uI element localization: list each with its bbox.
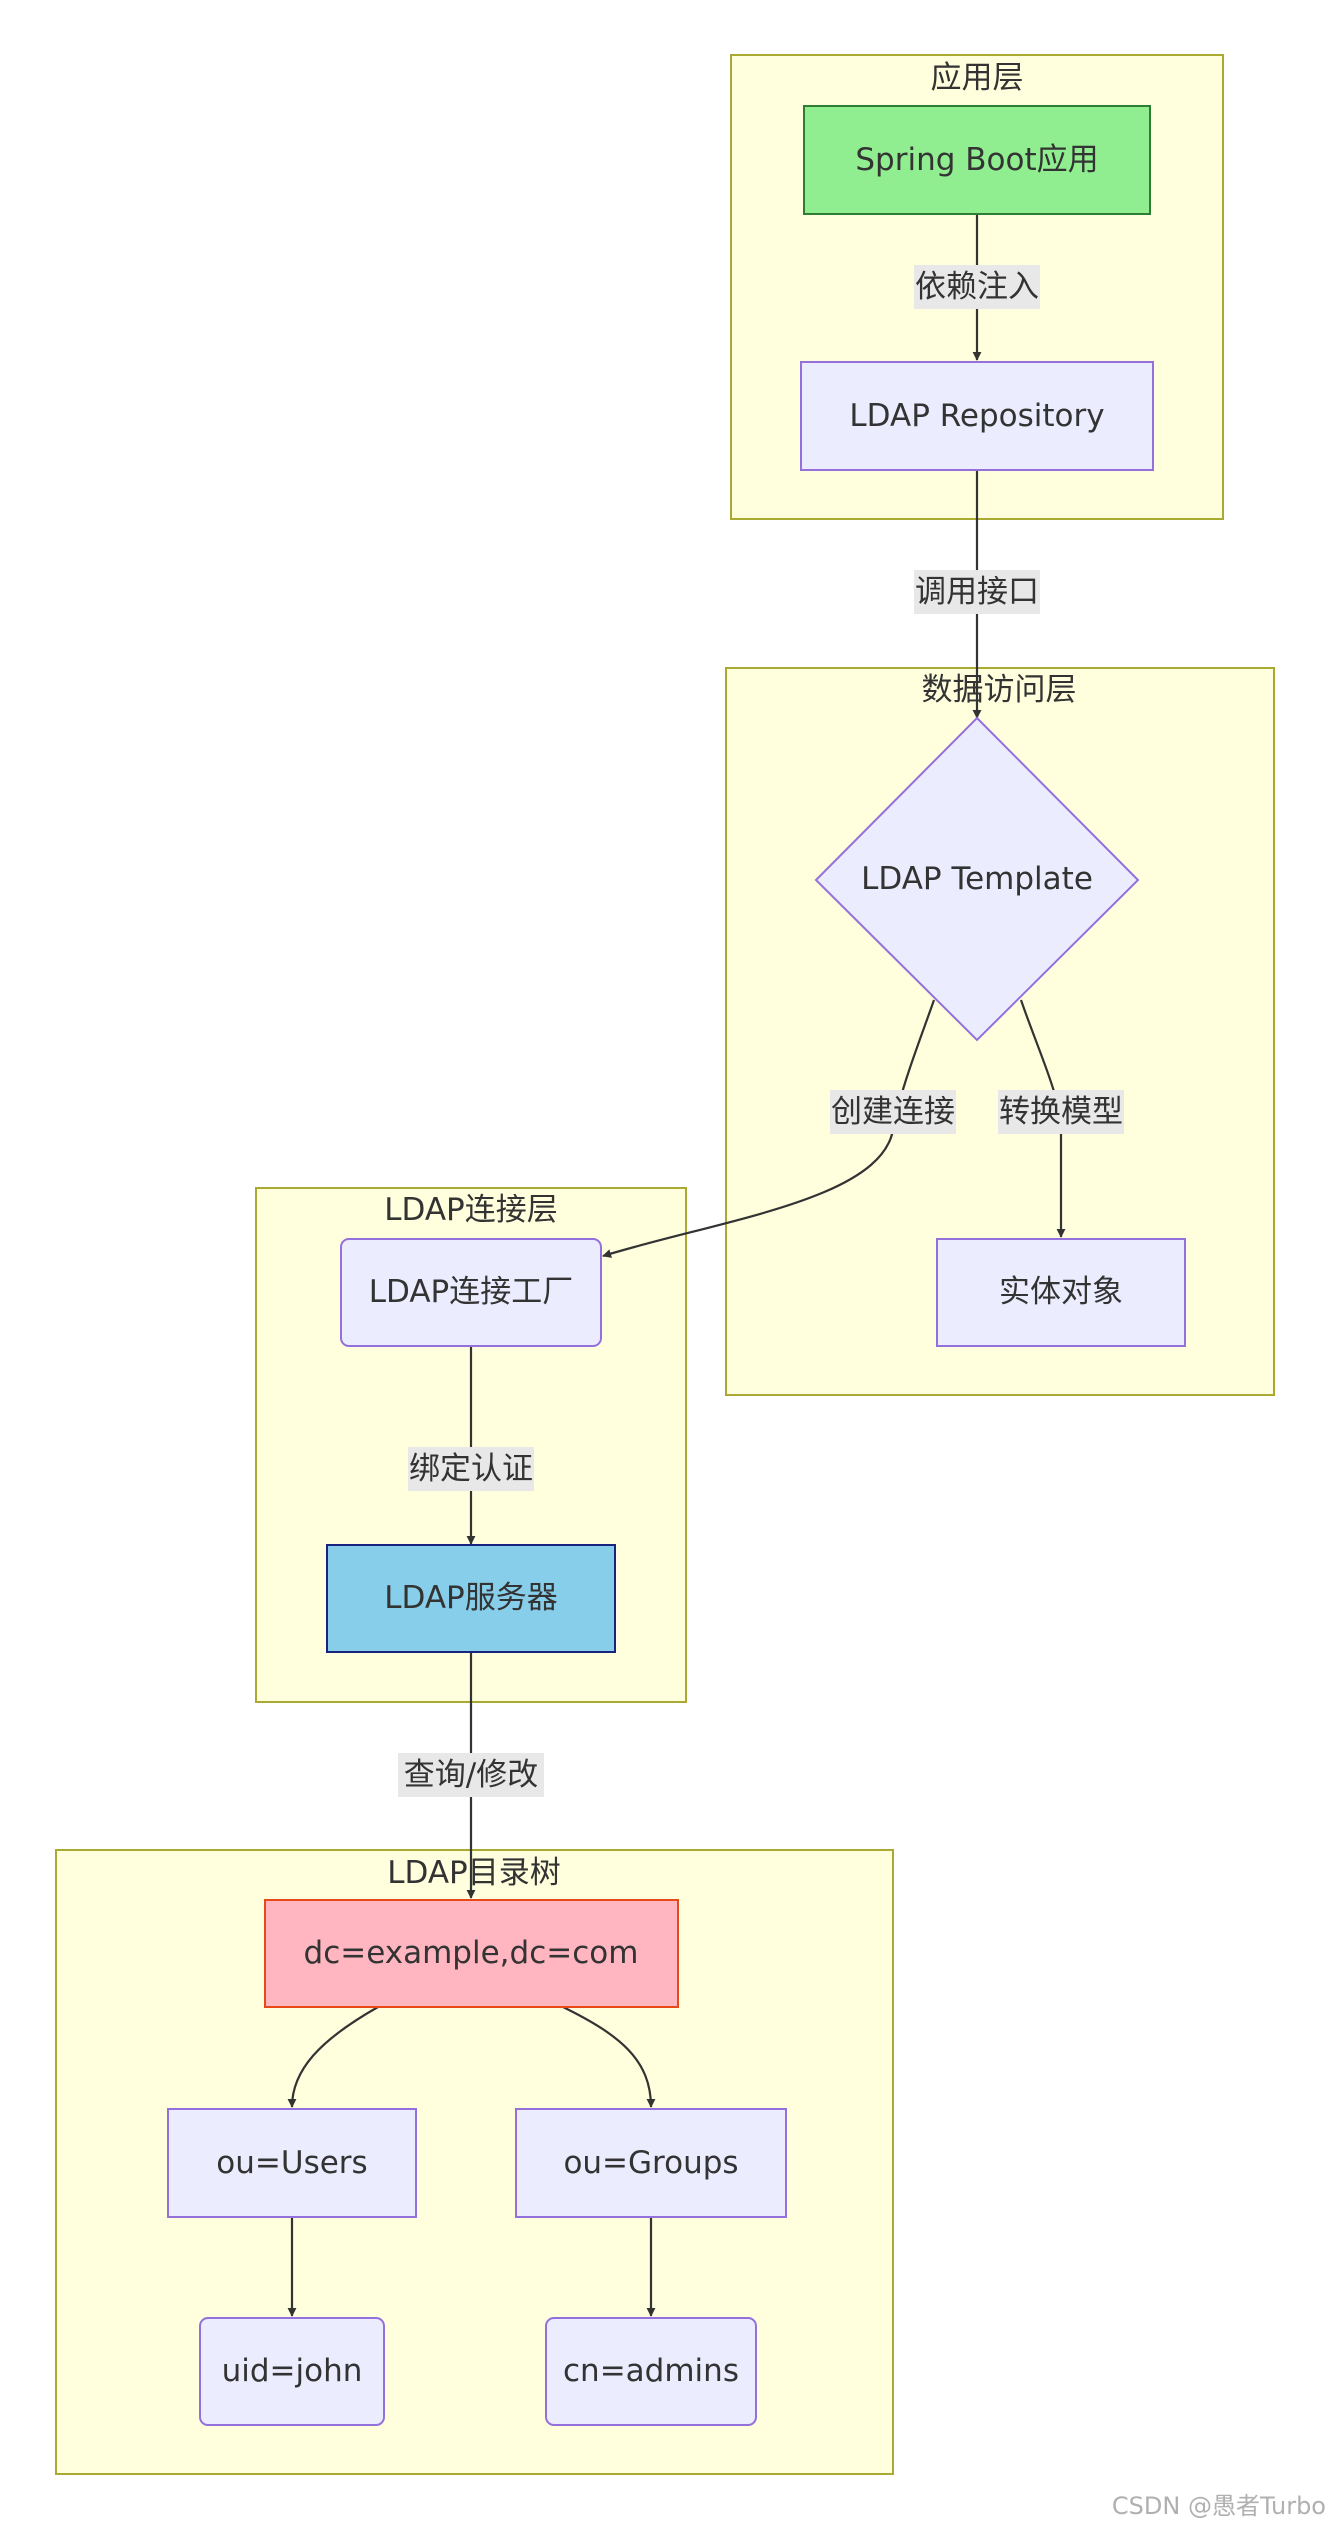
cluster-connection-layer-title: LDAP连接层 xyxy=(384,1192,558,1228)
edge-label-call-interface: 调用接口 xyxy=(914,570,1040,614)
edge-label-call-interface-bg xyxy=(914,570,1040,614)
node-ldap-server: LDAP服务器 xyxy=(326,1544,616,1653)
cluster-data-access-layer-title: 数据访问层 xyxy=(922,672,1077,708)
edge-label-bind-auth-bg xyxy=(408,1447,534,1491)
node-uid-john: uid=john xyxy=(199,2317,385,2426)
node-cn-admins-label: cn=admins xyxy=(563,2353,739,2389)
node-spring-boot-app-label: Spring Boot应用 xyxy=(855,142,1098,178)
node-ldap-connection-factory: LDAP连接工厂 xyxy=(340,1238,602,1347)
cluster-app-layer-title: 应用层 xyxy=(931,60,1024,96)
node-ldap-connection-factory-label: LDAP连接工厂 xyxy=(369,1274,574,1310)
node-root-dc-box xyxy=(264,1899,679,2008)
edge-label-create-connection-bg xyxy=(830,1090,956,1134)
edge-root-to-users xyxy=(287,2006,379,2108)
edge-label-query-modify-bg xyxy=(398,1753,544,1797)
node-spring-boot-app: Spring Boot应用 xyxy=(803,105,1151,215)
node-entity-object-box xyxy=(936,1238,1186,1347)
node-entity-object-label: 实体对象 xyxy=(999,1274,1123,1310)
edge-label-convert-model-bg xyxy=(998,1090,1124,1134)
node-spring-boot-app-box xyxy=(803,105,1151,215)
edge-label-bind-auth-text: 绑定认证 xyxy=(409,1451,533,1487)
edge-label-dependency-injection-text: 依赖注入 xyxy=(915,269,1039,305)
edge-label-dependency-injection: 依赖注入 xyxy=(914,265,1040,309)
cluster-directory-tree-title: LDAP目录树 xyxy=(387,1855,561,1891)
node-ou-groups-box xyxy=(515,2108,787,2218)
node-ldap-server-label: LDAP服务器 xyxy=(384,1580,558,1616)
edge-label-dependency-injection-bg xyxy=(914,265,1040,309)
node-ou-users: ou=Users xyxy=(167,2108,417,2218)
node-cn-admins-box xyxy=(545,2317,757,2426)
node-ou-users-label: ou=Users xyxy=(216,2145,367,2181)
node-ldap-template-label: LDAP Template xyxy=(861,861,1093,897)
node-uid-john-label: uid=john xyxy=(222,2353,363,2389)
edge-label-convert-model-text: 转换模型 xyxy=(999,1094,1123,1130)
node-root-dc: dc=example,dc=com xyxy=(264,1899,679,2008)
node-uid-john-box xyxy=(199,2317,385,2426)
edge-label-convert-model: 转换模型 xyxy=(998,1090,1124,1134)
node-root-dc-label: dc=example,dc=com xyxy=(304,1935,639,1971)
node-ldap-server-box xyxy=(326,1544,616,1653)
node-ldap-template: LDAP Template xyxy=(814,716,1140,1042)
node-ldap-template-diamond xyxy=(814,716,1140,1042)
edge-root-to-groups xyxy=(562,2006,656,2108)
edge-label-bind-auth: 绑定认证 xyxy=(408,1447,534,1491)
node-entity-object: 实体对象 xyxy=(936,1238,1186,1347)
edge-label-query-modify: 查询/修改 xyxy=(398,1753,544,1797)
edge-template-to-connfactory xyxy=(602,999,936,1258)
edge-label-query-modify-text: 查询/修改 xyxy=(404,1757,538,1793)
edge-label-create-connection-text: 创建连接 xyxy=(831,1094,955,1130)
watermark-text: CSDN @愚者Turbo xyxy=(1112,2492,1326,2520)
node-ou-groups: ou=Groups xyxy=(515,2108,787,2218)
node-ldap-repository-box xyxy=(800,361,1154,471)
node-ldap-repository-label: LDAP Repository xyxy=(849,398,1104,434)
node-ou-groups-label: ou=Groups xyxy=(563,2145,738,2181)
node-ou-users-box xyxy=(167,2108,417,2218)
node-cn-admins: cn=admins xyxy=(545,2317,757,2426)
node-ldap-connection-factory-box xyxy=(340,1238,602,1347)
node-ldap-repository: LDAP Repository xyxy=(800,361,1154,471)
edge-label-create-connection: 创建连接 xyxy=(830,1090,956,1134)
edge-label-call-interface-text: 调用接口 xyxy=(915,574,1039,610)
